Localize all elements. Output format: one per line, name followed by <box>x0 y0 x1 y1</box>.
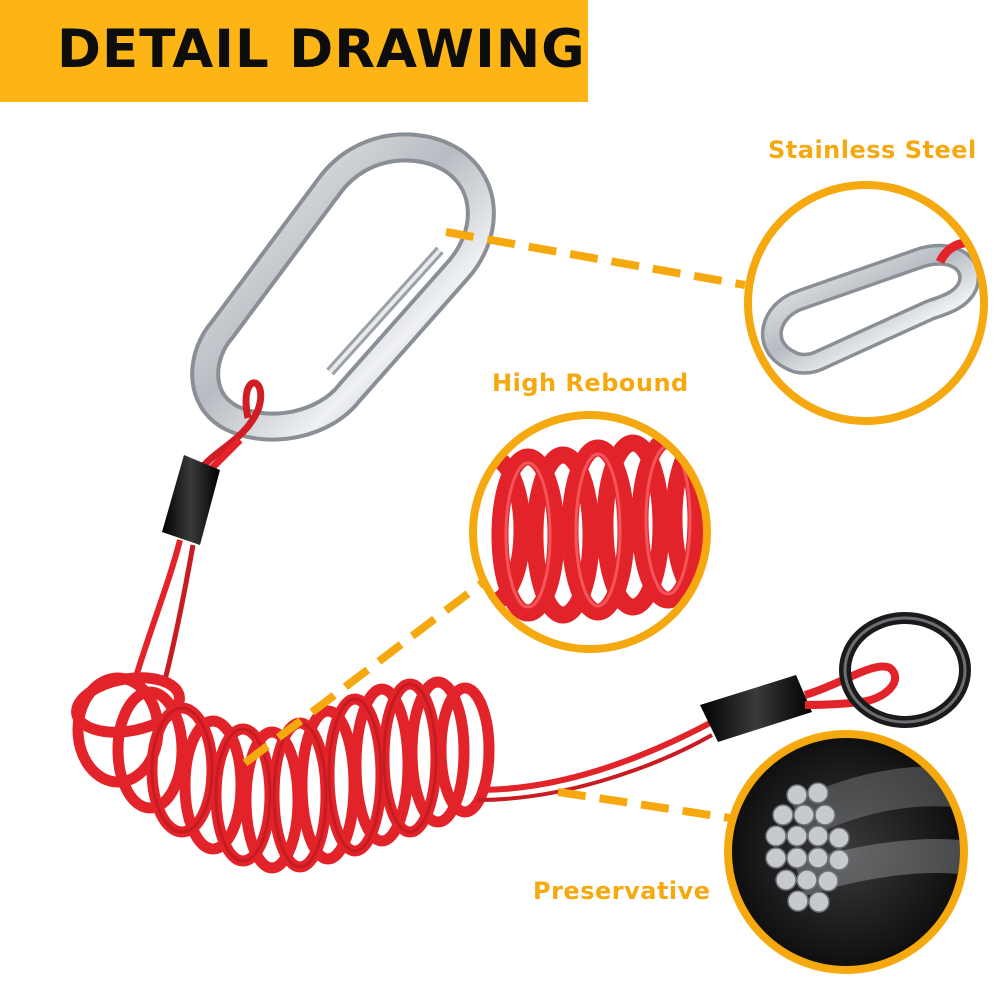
crimp-sleeve-bottom <box>700 675 812 742</box>
callout-stainless-steel <box>744 181 988 425</box>
title-banner: DETAIL DRAWING <box>0 0 588 102</box>
callout-high-rebound <box>469 411 711 653</box>
page-title: DETAIL DRAWING <box>57 19 586 80</box>
carabiner <box>190 132 496 442</box>
callout-label-preservative: Preservative <box>533 877 711 905</box>
split-ring <box>839 612 971 728</box>
dashed-connectors <box>242 228 746 822</box>
cord-loop-top <box>197 379 265 473</box>
crimp-sleeve-top <box>162 455 220 545</box>
callout-label-high-rebound: High Rebound <box>492 369 689 397</box>
wire-strands <box>765 782 850 913</box>
callout-label-stainless-steel: Stainless Steel <box>768 136 977 164</box>
callout-preservative <box>724 730 968 974</box>
